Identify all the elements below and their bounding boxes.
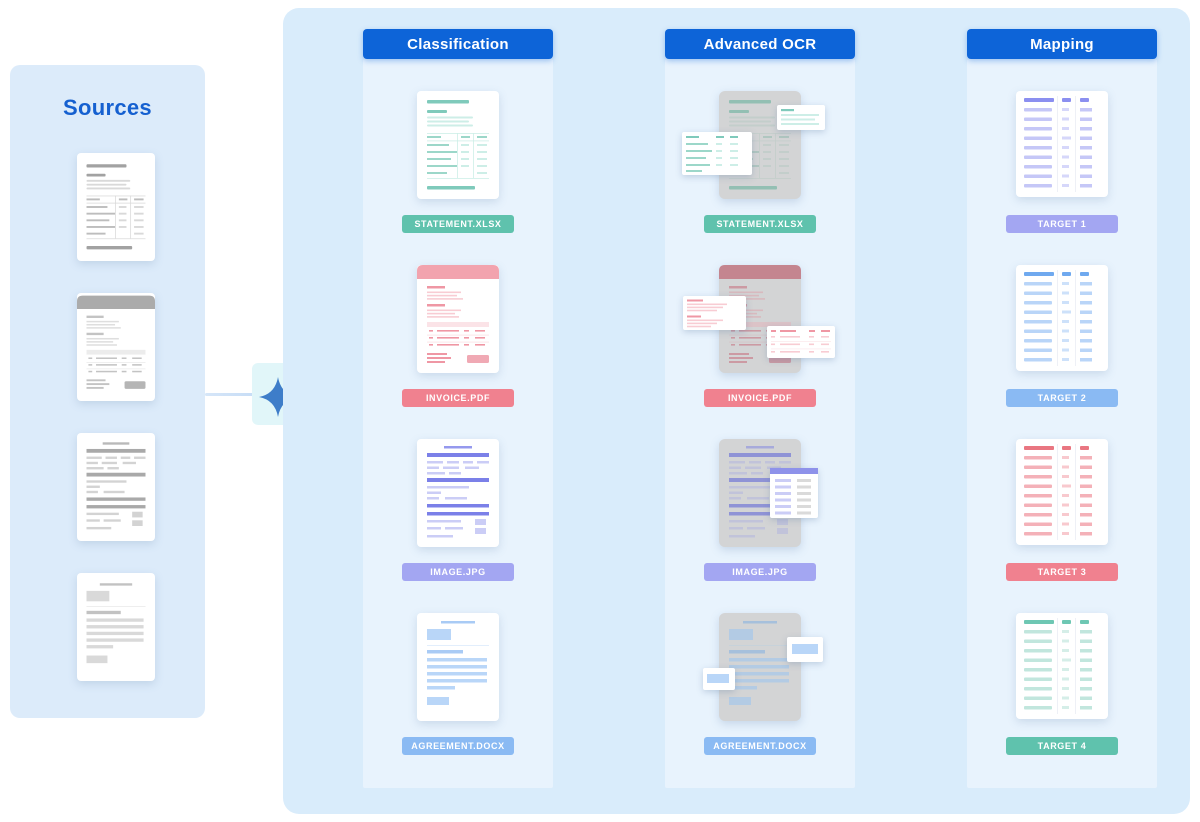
classification-statement-thumbnail: [417, 91, 499, 199]
file-badge-statement: STATEMENT.XLSX: [402, 215, 514, 233]
ocr-zoom-callout-agreement-block-2: [703, 668, 735, 690]
ocr-zoom-callout-statement-text: [777, 105, 825, 130]
source-doc-invoice-thumbnail: [77, 153, 155, 261]
mapping-target-3-table-thumbnail: [1016, 439, 1108, 545]
target-badge-1: TARGET 1: [1006, 215, 1118, 233]
source-doc-form-thumbnail: [77, 433, 155, 541]
file-badge-invoice: INVOICE.PDF: [704, 389, 816, 407]
target-badge-2: TARGET 2: [1006, 389, 1118, 407]
mapping-target-2-table-thumbnail: [1016, 265, 1108, 371]
stage-header-mapping: Mapping: [967, 29, 1157, 59]
classification-invoice-thumbnail: [417, 265, 499, 373]
target-badge-3: TARGET 3: [1006, 563, 1118, 581]
file-badge-image: IMAGE.JPG: [402, 563, 514, 581]
ocr-zoom-callout-invoice-table: [767, 326, 835, 358]
sources-title: Sources: [63, 95, 152, 120]
file-badge-statement: STATEMENT.XLSX: [704, 215, 816, 233]
file-badge-image: IMAGE.JPG: [704, 563, 816, 581]
ocr-zoom-callout-agreement-block-1: [787, 637, 823, 662]
ocr-zoom-callout-statement-table: [682, 132, 752, 175]
ocr-zoom-callout-invoice-text: [683, 296, 746, 330]
stage-header-classification: Classification: [363, 29, 553, 59]
mapping-target-1-table-thumbnail: [1016, 91, 1108, 197]
mapping-target-4-table-thumbnail: [1016, 613, 1108, 719]
ocr-agreement-thumbnail: [719, 613, 801, 721]
file-badge-agreement: AGREEMENT.DOCX: [402, 737, 514, 755]
target-badge-4: TARGET 4: [1006, 737, 1118, 755]
source-doc-web-invoice-thumbnail: [77, 293, 155, 401]
source-doc-letter-thumbnail: [77, 573, 155, 681]
classification-agreement-thumbnail: [417, 613, 499, 721]
classification-image-thumbnail: [417, 439, 499, 547]
ocr-zoom-callout-image-fields: [770, 468, 818, 518]
stage-header-advanced-ocr: Advanced OCR: [665, 29, 855, 59]
sources-panel: Sources: [10, 65, 205, 718]
file-badge-agreement: AGREEMENT.DOCX: [704, 737, 816, 755]
file-badge-invoice: INVOICE.PDF: [402, 389, 514, 407]
